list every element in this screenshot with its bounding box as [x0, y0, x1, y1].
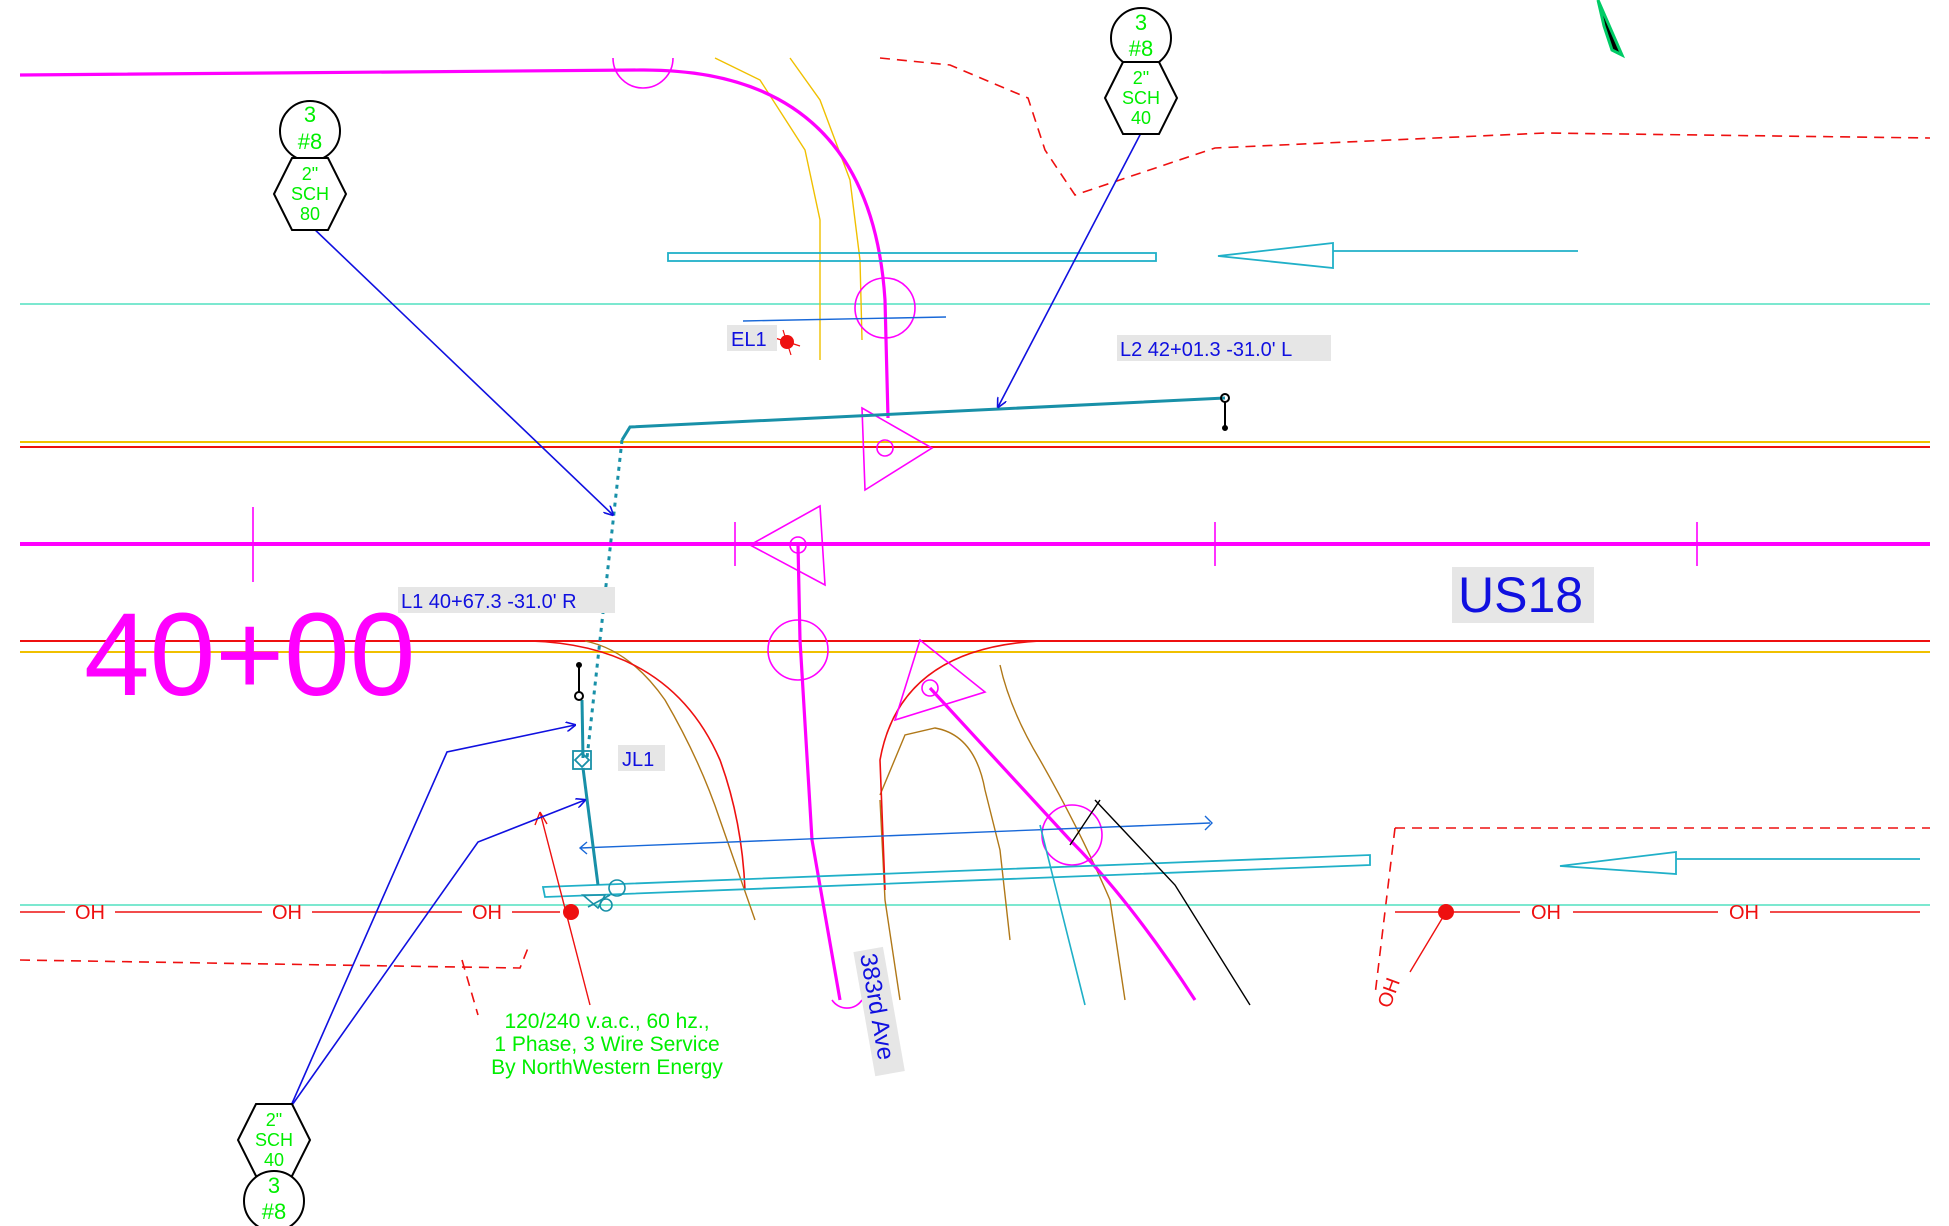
power-pole-east-icon [1409, 904, 1454, 973]
service-note-line2: 1 Phase, 3 Wire Service [494, 1033, 719, 1056]
oh-tag: OH [1729, 902, 1759, 924]
jl1-label: JL1 [622, 749, 654, 771]
oh-tag: OH [75, 902, 105, 924]
cross-road-markers [612, 57, 1103, 1009]
oh-tag: OH [472, 902, 502, 924]
conduit-schedule-no: 40 [264, 1150, 284, 1170]
conduit-size: 2" [266, 1110, 282, 1130]
station-label: 40+00 [84, 589, 415, 721]
conductor-count: 3 [1135, 10, 1147, 35]
light-pole-l1-icon [574, 662, 584, 701]
conduit-callout-top-left: 3 #8 2" SCH 80 [272, 100, 348, 231]
oh-tag: OH [1374, 975, 1405, 1011]
curb-lines [584, 57, 1126, 1001]
road-label: US18 [1458, 567, 1583, 623]
existing-light-el1-icon [774, 329, 801, 356]
oh-line-tags: OH OH OH OH OH OH [75, 902, 1759, 1011]
cable-run-branch [1039, 824, 1086, 1006]
cable-run-dotted [585, 439, 624, 759]
conduit-schedule-no: 80 [300, 204, 320, 224]
median-islands [541, 241, 1920, 898]
conduit-schedule: SCH [1122, 88, 1160, 108]
north-arrow-icon [1596, 0, 1626, 59]
junction-box-icon [572, 750, 592, 770]
conduit-schedule: SCH [291, 184, 329, 204]
l2-label: L2 42+01.3 -31.0' L [1120, 339, 1292, 361]
conductor-count: 3 [268, 1173, 280, 1198]
conductor-count: 3 [304, 102, 316, 127]
conductor-size: #8 [1129, 36, 1153, 61]
label-road: US18 [1452, 567, 1594, 623]
label-jl1: JL1 [618, 745, 665, 771]
l1-label: L1 40+67.3 -31.0' R [401, 591, 577, 613]
conduit-callout-top-right: 3 #8 2" SCH 40 [1103, 7, 1179, 135]
service-meter-icon [580, 879, 626, 912]
station-ticks [252, 507, 1698, 582]
intersection-returns [529, 640, 1041, 891]
service-note-line1: 120/240 v.a.c., 60 hz., [504, 1010, 709, 1033]
el1-label: EL1 [731, 329, 767, 351]
cross-road-centerline [19, 68, 1197, 1001]
label-cross-road: 383rd Ave [853, 946, 905, 1077]
service-note-line3: By NorthWestern Energy [491, 1056, 723, 1079]
pavement-edge-lines [20, 303, 1930, 906]
north-roadway-edge [20, 441, 1930, 448]
conductor-size: #8 [298, 129, 322, 154]
oh-tag: OH [272, 902, 302, 924]
guide-lines [578, 316, 1213, 855]
black-guy-lines [1069, 799, 1251, 1006]
conduit-schedule: SCH [255, 1130, 293, 1150]
label-el1: EL1 [727, 325, 777, 351]
power-pole-west-icon [534, 811, 591, 1006]
label-l2: L2 42+01.3 -31.0' L [1117, 335, 1331, 361]
cable-runs [580, 396, 1226, 886]
conduit-schedule-no: 40 [1131, 108, 1151, 128]
conduit-size: 2" [1133, 68, 1149, 88]
callout-leaders [289, 132, 1142, 1109]
conduit-callout-bottom-left: 2" SCH 40 3 #8 [236, 1103, 312, 1226]
right-of-way-lines [19, 57, 1931, 1016]
oh-tag: OH [1531, 902, 1561, 924]
service-note: 120/240 v.a.c., 60 hz., 1 Phase, 3 Wire … [491, 1010, 723, 1079]
conductor-size: #8 [262, 1199, 286, 1224]
conduit-size: 2" [302, 164, 318, 184]
light-pole-l2-icon [1220, 393, 1230, 431]
label-l1: L1 40+67.3 -31.0' R [398, 587, 615, 613]
